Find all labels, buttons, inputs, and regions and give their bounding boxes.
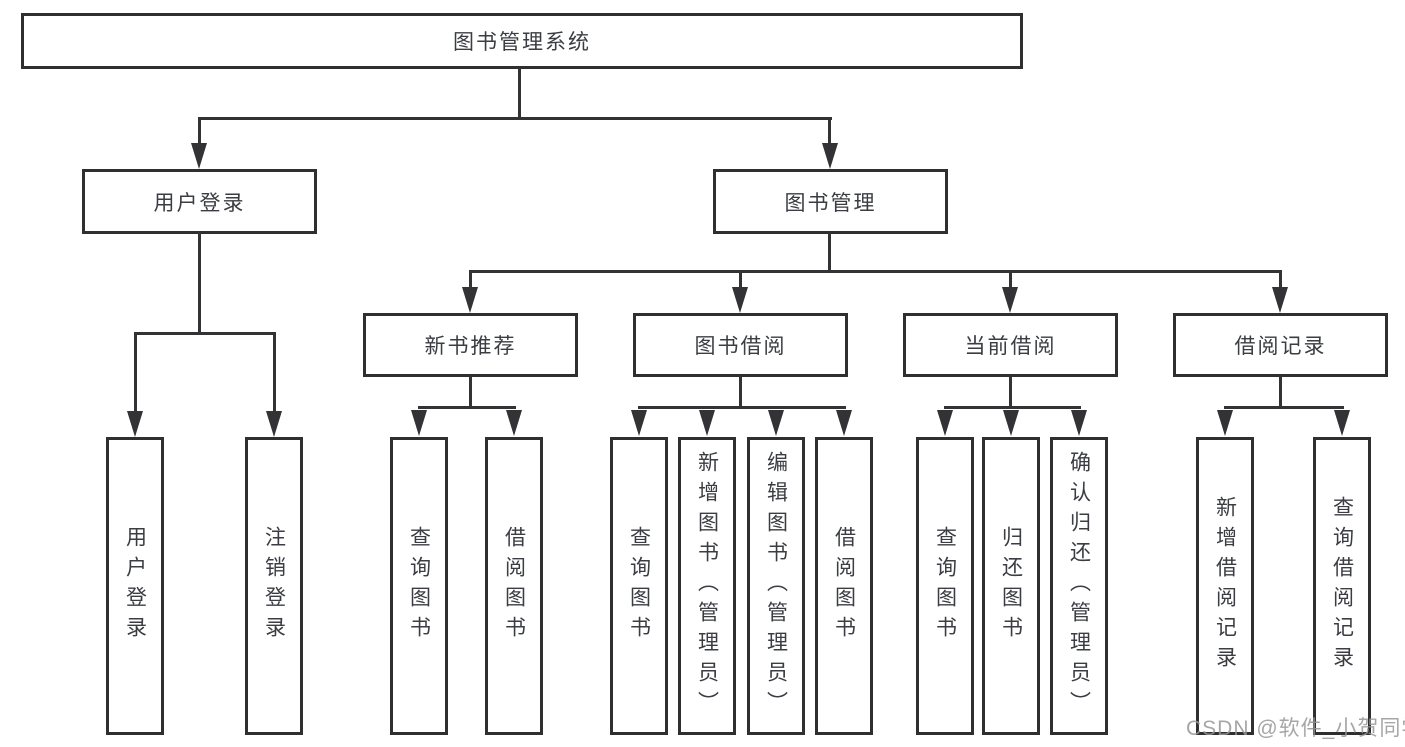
leaf-current-query-books-label: 查询图书 — [933, 526, 957, 646]
leaf-user-login: 用户登录 — [106, 437, 164, 735]
connector-root-stem — [518, 68, 521, 119]
connector-borrowing-rail — [638, 406, 846, 409]
arrow-down-leaf-user-login — [127, 411, 143, 437]
arrow-down-borrowing-add — [699, 410, 715, 436]
connector-root-rail — [198, 117, 832, 120]
connector-book-management-drop — [828, 117, 831, 146]
node-book-management: 图书管理 — [713, 169, 948, 234]
node-new-book-recommendation: 新书推荐 — [363, 313, 578, 377]
node-book-borrowing: 图书借阅 — [633, 313, 848, 377]
connector-user-login-drop — [198, 117, 201, 146]
leaf-records-add-record-label: 新增借阅记录 — [1213, 496, 1237, 676]
connector-login-rail — [134, 332, 276, 335]
leaf-records-query-record-label: 查询借阅记录 — [1330, 496, 1354, 676]
connector-mgmt-drop-4 — [1279, 270, 1282, 289]
node-root: 图书管理系统 — [21, 13, 1023, 69]
leaf-borrowing-borrow-books-label: 借阅图书 — [832, 526, 856, 646]
leaf-logout-label: 注销登录 — [262, 526, 286, 646]
node-borrowing-records-label: 借阅记录 — [1234, 335, 1327, 358]
arrow-down-book-management — [822, 143, 838, 169]
connector-records-stem — [1279, 377, 1282, 409]
node-current-borrowing: 当前借阅 — [903, 313, 1118, 377]
leaf-borrowing-query-books-label: 查询图书 — [627, 526, 651, 646]
leaf-borrowing-borrow-books: 借阅图书 — [815, 437, 873, 735]
leaf-borrowing-add-books-admin: 新增图书（管理员） — [678, 437, 736, 735]
leaf-borrowing-edit-books-admin-label: 编辑图书（管理员） — [764, 451, 788, 721]
connector-login-drop-1 — [134, 332, 137, 414]
arrow-down-borrowing-borrow — [836, 410, 852, 436]
arrow-down-current-borrowing — [1002, 287, 1018, 313]
arrow-down-current-confirm — [1071, 410, 1087, 436]
arrow-down-records-query — [1334, 410, 1350, 436]
connector-mgmt-drop-1 — [469, 270, 472, 289]
leaf-current-confirm-return-admin: 确认归还（管理员） — [1050, 437, 1108, 735]
leaf-recommend-query-books: 查询图书 — [390, 437, 448, 735]
leaf-recommend-borrow-books-label: 借阅图书 — [502, 526, 526, 646]
connector-records-rail — [1224, 406, 1344, 409]
connector-mgmt-rail — [469, 270, 1282, 273]
leaf-logout: 注销登录 — [245, 437, 303, 735]
leaf-current-return-books: 归还图书 — [982, 437, 1040, 735]
arrow-down-borrowing-edit — [768, 410, 784, 436]
node-borrowing-records: 借阅记录 — [1173, 313, 1388, 377]
leaf-user-login-label: 用户登录 — [123, 526, 147, 646]
arrow-down-user-login — [191, 143, 207, 169]
node-user-login: 用户登录 — [82, 169, 317, 234]
connector-recommend-stem — [469, 377, 472, 409]
node-current-borrowing-label: 当前借阅 — [964, 335, 1057, 358]
arrow-down-leaf-logout — [266, 411, 282, 437]
connector-current-rail — [944, 406, 1081, 409]
leaf-records-query-record: 查询借阅记录 — [1313, 437, 1371, 735]
connector-mgmt-drop-2 — [739, 270, 742, 289]
arrow-down-recommend-query — [411, 410, 427, 436]
node-new-book-recommendation-label: 新书推荐 — [424, 335, 517, 358]
leaf-borrowing-query-books: 查询图书 — [610, 437, 668, 735]
node-book-borrowing-label: 图书借阅 — [694, 335, 787, 358]
connector-borrowing-stem — [739, 377, 742, 409]
leaf-borrowing-add-books-admin-label: 新增图书（管理员） — [695, 451, 719, 721]
arrow-down-book-borrowing — [732, 287, 748, 313]
leaf-borrowing-edit-books-admin: 编辑图书（管理员） — [747, 437, 805, 735]
leaf-current-return-books-label: 归还图书 — [999, 526, 1023, 646]
connector-recommend-rail — [418, 406, 516, 409]
arrow-down-new-book-recommendation — [462, 287, 478, 313]
connector-login-stem — [198, 232, 201, 335]
arrow-down-current-query — [937, 410, 953, 436]
node-user-login-label: 用户登录 — [153, 191, 246, 215]
watermark: CSDN @软件_小贺同学 — [1186, 717, 1405, 740]
connector-mgmt-drop-3 — [1009, 270, 1012, 289]
connector-mgmt-stem — [828, 233, 831, 273]
arrow-down-borrowing-records — [1272, 287, 1288, 313]
arrow-down-borrowing-query — [631, 410, 647, 436]
leaf-recommend-query-books-label: 查询图书 — [407, 526, 431, 646]
leaf-current-query-books: 查询图书 — [916, 437, 974, 735]
arrow-down-current-return — [1003, 410, 1019, 436]
leaf-current-confirm-return-admin-label: 确认归还（管理员） — [1067, 451, 1091, 721]
node-book-management-label: 图书管理 — [784, 191, 877, 215]
arrow-down-records-add — [1217, 410, 1233, 436]
connector-current-stem — [1009, 377, 1012, 409]
node-root-label: 图书管理系统 — [453, 31, 591, 54]
arrow-down-recommend-borrow — [506, 410, 522, 436]
leaf-recommend-borrow-books: 借阅图书 — [485, 437, 543, 735]
leaf-records-add-record: 新增借阅记录 — [1196, 437, 1254, 735]
connector-login-drop-2 — [273, 332, 276, 414]
